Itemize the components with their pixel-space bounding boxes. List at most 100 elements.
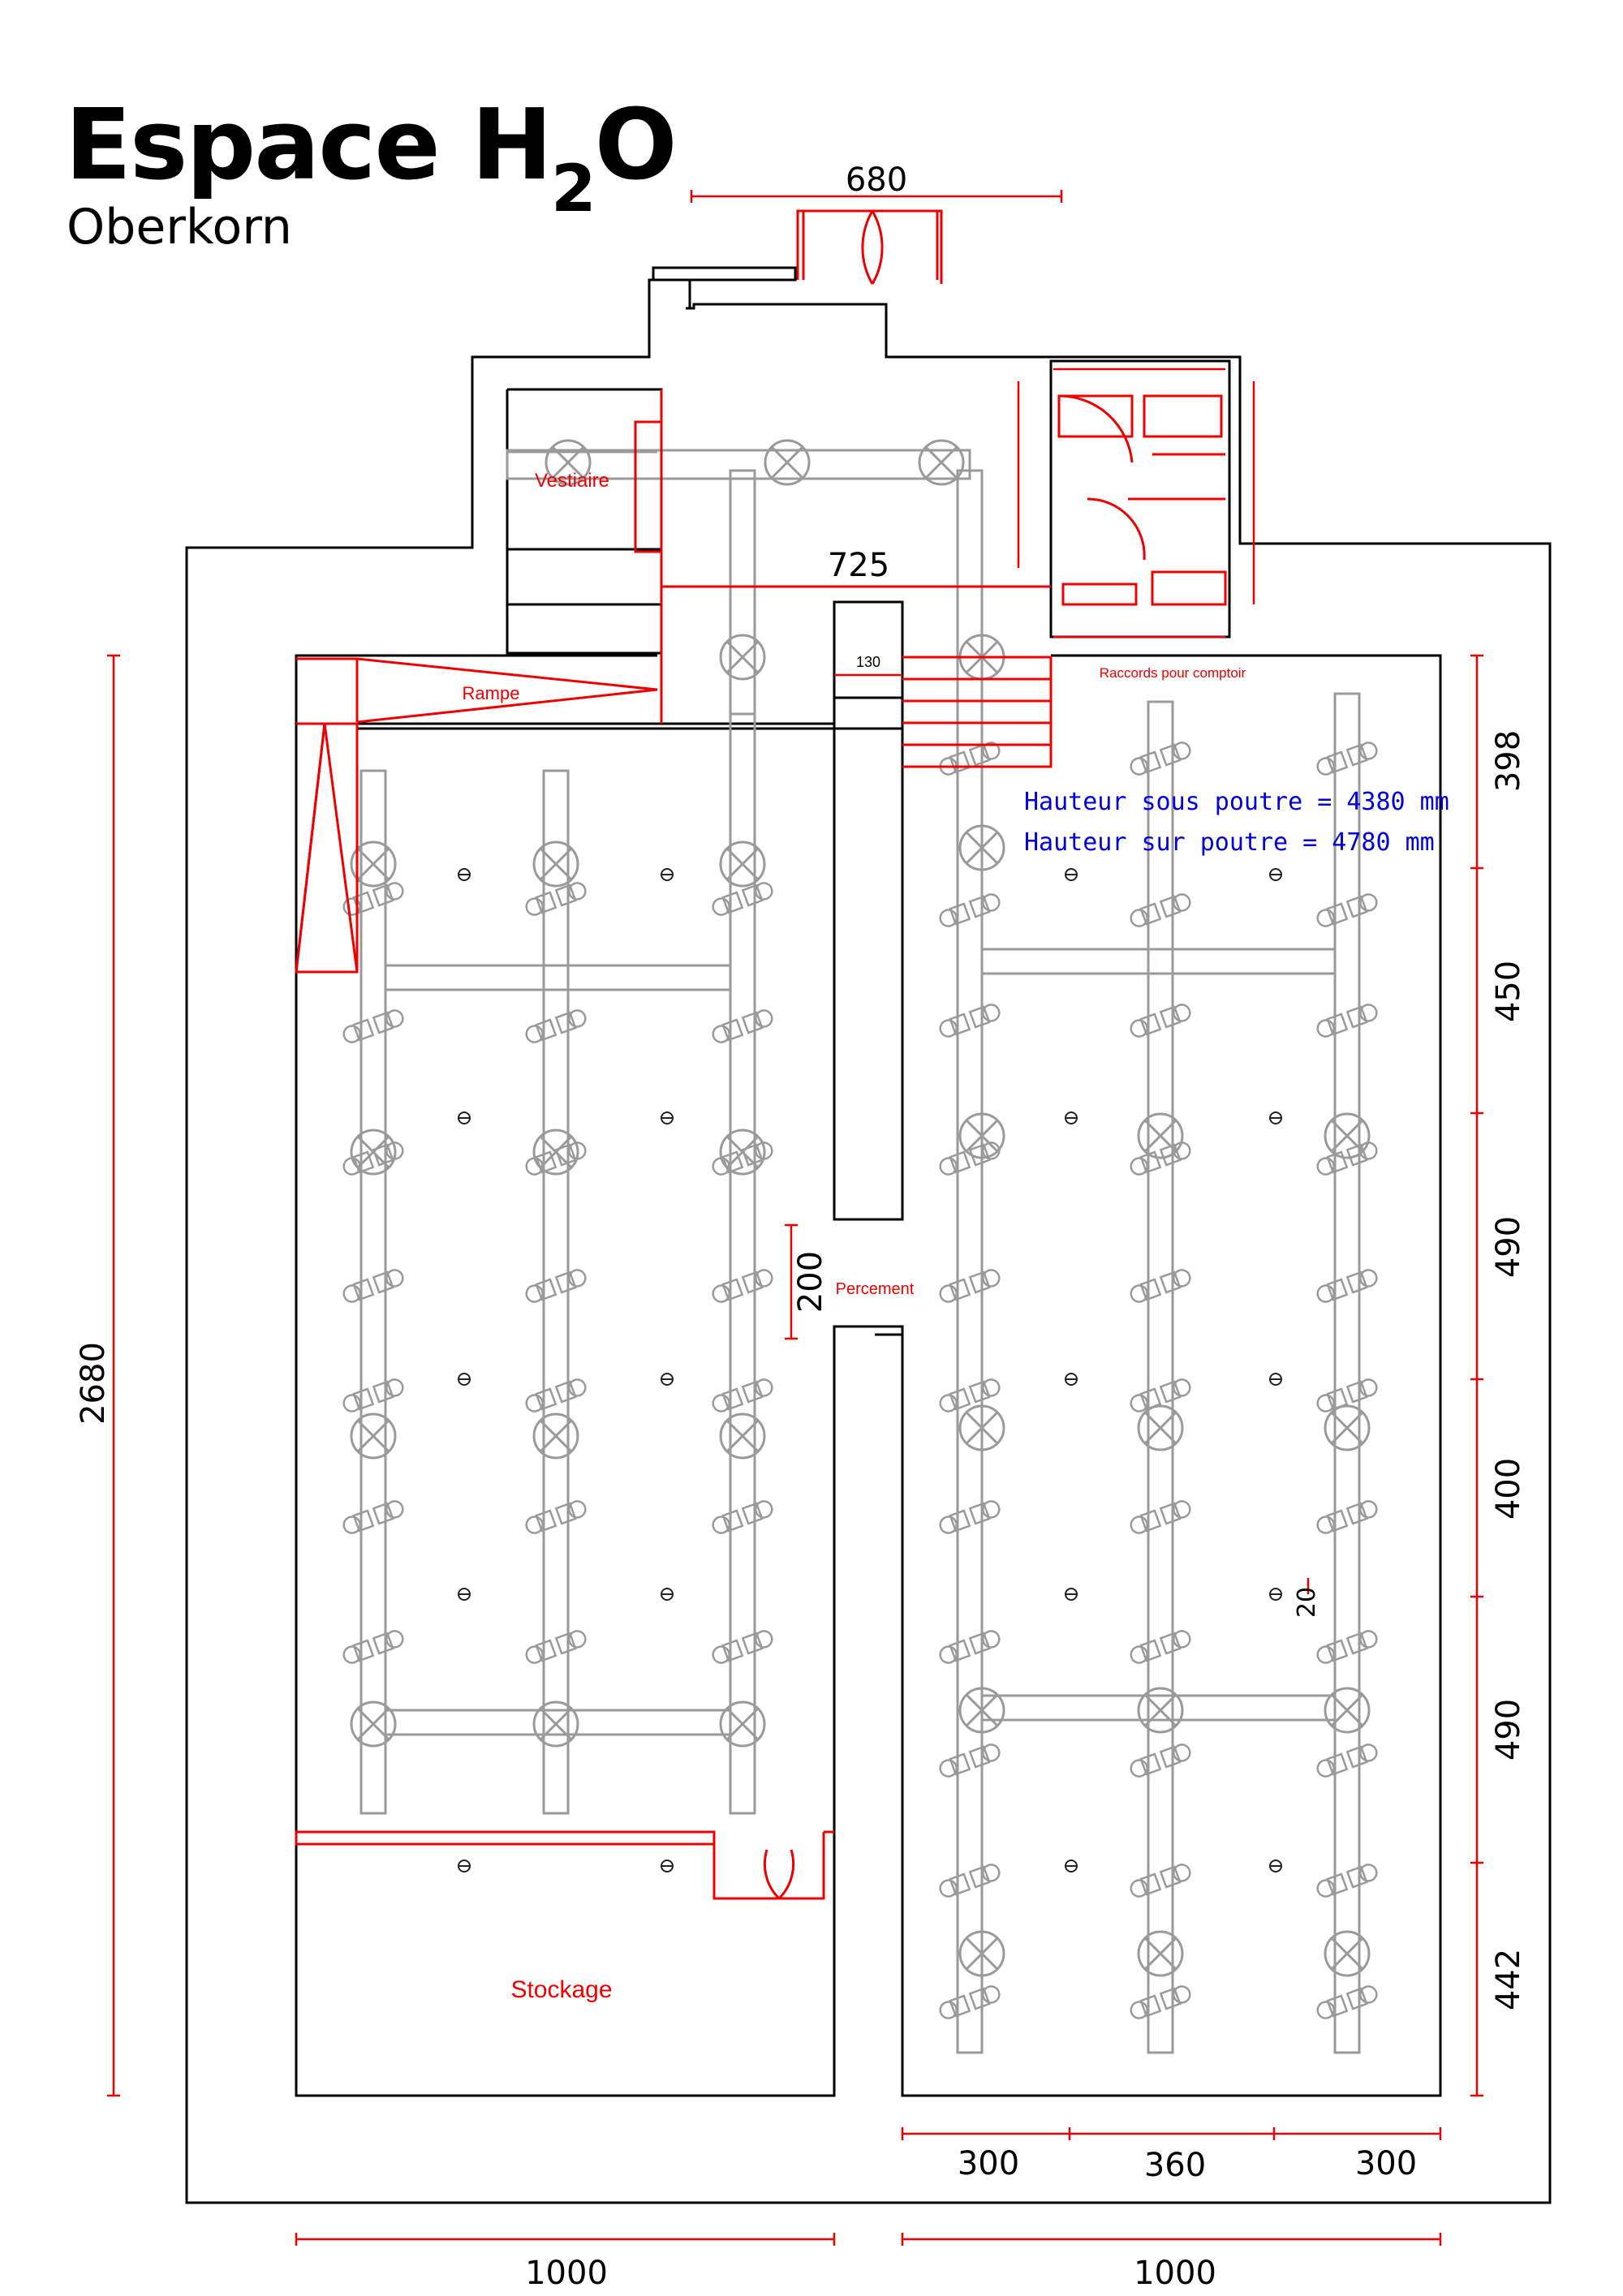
- support-marker: [350, 1129, 397, 1176]
- width-left: 1000: [525, 2255, 608, 2292]
- light-fixtures: [342, 742, 1378, 2019]
- light-fixture: [1316, 1500, 1378, 1534]
- support-marker: [719, 1129, 766, 1176]
- support-marker: [958, 1687, 1005, 1734]
- sensor-marker: [1065, 1373, 1078, 1386]
- sensor-marker: [661, 1588, 674, 1601]
- note-height-over: Hauteur sur poutre = 4780 mm: [1024, 828, 1435, 857]
- note-height-under: Hauteur sous poutre = 4380 mm: [1024, 788, 1449, 816]
- light-fixture: [1316, 893, 1378, 927]
- light-fixture: [1316, 1269, 1378, 1303]
- light-fixture: [1130, 1630, 1191, 1664]
- light-fixture: [1130, 1985, 1191, 2019]
- light-fixture: [939, 1269, 1001, 1303]
- sensor-marker: [458, 1588, 471, 1601]
- support-marker: [1324, 1930, 1371, 1977]
- support-marker: [532, 841, 579, 888]
- light-fixture: [1130, 742, 1191, 776]
- bay-dim-1: 398: [1490, 730, 1527, 792]
- support-marker: [958, 1112, 1005, 1159]
- support-marker: [958, 1930, 1005, 1977]
- light-fixture: [342, 1269, 404, 1303]
- sensor-marker: [458, 1373, 471, 1386]
- light-fixture: [525, 1142, 587, 1176]
- label-rampe: Rampe: [463, 683, 520, 703]
- sensor-marker: [1269, 1111, 1282, 1124]
- sensor-marker: [661, 1860, 674, 1872]
- support-marker: [719, 1701, 766, 1748]
- sensor-marker: [458, 1860, 471, 1872]
- support-marker: [719, 634, 766, 681]
- label-raccords: Raccords pour comptoir: [1100, 665, 1246, 681]
- support-marker: [719, 841, 766, 888]
- light-fixture: [525, 1378, 587, 1412]
- dim-total-height: 2680: [75, 1342, 112, 1425]
- support-marker: [918, 439, 965, 486]
- dim-entrance: 680: [846, 161, 907, 199]
- light-fixture: [525, 1009, 587, 1043]
- light-fixture: [1316, 1630, 1378, 1664]
- support-marker: [1137, 1404, 1184, 1451]
- light-fixture: [1130, 1004, 1191, 1038]
- red-annotations: [295, 209, 1227, 1900]
- light-fixture: [1316, 1142, 1378, 1176]
- light-fixture: [939, 742, 1001, 776]
- support-marker: [719, 1412, 766, 1460]
- bay-dim-6: 442: [1490, 1949, 1527, 2010]
- light-fixture: [1130, 893, 1191, 927]
- support-marker: [350, 1412, 397, 1460]
- sensor-marker: [1065, 868, 1078, 881]
- support-marker: [545, 439, 592, 486]
- support-marker: [958, 1404, 1005, 1451]
- light-fixture: [342, 1500, 404, 1534]
- support-marker: [1137, 1687, 1184, 1734]
- sensor-marker: [1269, 1373, 1282, 1386]
- light-fixture: [525, 1500, 587, 1534]
- light-fixture: [712, 1009, 773, 1043]
- light-fixture: [1316, 1004, 1378, 1038]
- light-fixture: [939, 1864, 1001, 1898]
- light-fixture: [1130, 1743, 1191, 1778]
- light-fixture: [712, 882, 773, 916]
- support-marker: [764, 439, 811, 486]
- dim-stair: 130: [856, 654, 880, 670]
- light-fixture: [1316, 1985, 1378, 2019]
- light-fixture: [525, 1630, 587, 1664]
- sensor-marker: [458, 868, 471, 881]
- light-fixture: [1130, 1500, 1191, 1534]
- sensor-marker: [661, 868, 674, 881]
- light-fixture: [939, 1985, 1001, 2019]
- light-fixture: [939, 893, 1001, 927]
- dim-gap: 20: [1293, 1587, 1321, 1618]
- light-fixture: [342, 1142, 404, 1176]
- span-1: 300: [958, 2145, 1019, 2182]
- light-fixture: [712, 1142, 773, 1176]
- light-fixture: [712, 1500, 773, 1534]
- light-fixture: [1130, 1378, 1191, 1412]
- bay-dim-2: 450: [1490, 961, 1527, 1022]
- label-vestiaire: Vestiaire: [535, 470, 609, 492]
- span-3: 300: [1355, 2145, 1417, 2182]
- light-fixture: [939, 1743, 1001, 1778]
- span-2: 360: [1144, 2147, 1206, 2184]
- dim-opening: 200: [792, 1251, 829, 1313]
- sensor-marker: [1269, 1588, 1282, 1601]
- light-fixture: [712, 1630, 773, 1664]
- sensor-marker: [458, 1111, 471, 1124]
- support-marker: [532, 1412, 579, 1460]
- light-fixture: [525, 882, 587, 916]
- sensor-marker: [1065, 1111, 1078, 1124]
- light-fixture: [939, 1630, 1001, 1664]
- sensor-marker: [1065, 1588, 1078, 1601]
- dimension-lines: [107, 190, 1483, 2246]
- page-title: Espace H2O: [65, 89, 678, 226]
- support-marker: [532, 1701, 579, 1748]
- light-fixture: [939, 1142, 1001, 1176]
- light-fixture: [939, 1500, 1001, 1534]
- bay-dim-3: 490: [1490, 1216, 1527, 1278]
- light-fixture: [1316, 1743, 1378, 1778]
- sensor-marker: [1065, 1860, 1078, 1872]
- width-right: 1000: [1134, 2255, 1216, 2292]
